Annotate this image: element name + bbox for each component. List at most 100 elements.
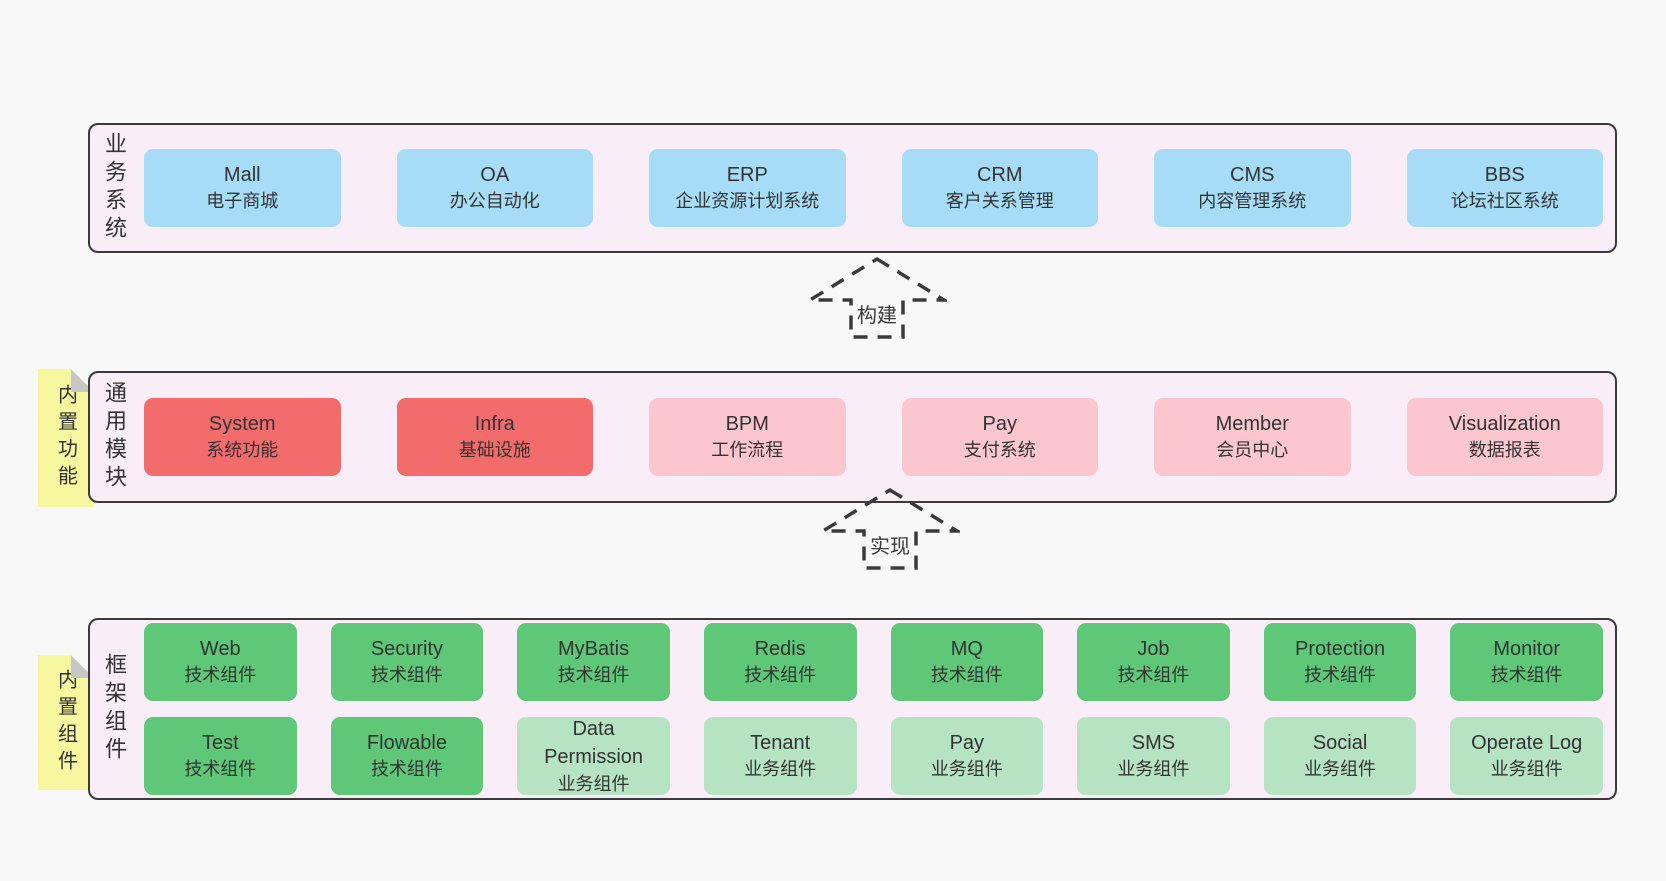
- box-subtitle: 技术组件: [1117, 665, 1190, 686]
- box-subtitle: 技术组件: [184, 665, 257, 686]
- box-title: Infra: [474, 413, 515, 436]
- box-oa: OA 办公自动化: [396, 149, 593, 227]
- sticky-note-built-in-functions: 内置功能: [38, 369, 94, 507]
- box-subtitle: 论坛社区系统: [1450, 191, 1559, 212]
- box-title: SMS: [1131, 732, 1176, 755]
- sticky-note-built-in-components: 内置组件: [38, 655, 94, 790]
- box-title: Pay: [982, 413, 1017, 436]
- up-arrow-icon: [807, 256, 947, 339]
- band-label-business-systems: 业务系统: [102, 132, 127, 244]
- box-subtitle: 业务组件: [930, 759, 1003, 780]
- box-title: BBS: [1484, 164, 1525, 187]
- up-arrow-icon: [820, 487, 960, 570]
- box-title: Pay: [949, 732, 985, 755]
- box-title: Redis: [754, 638, 806, 661]
- box-subtitle: 业务组件: [1490, 759, 1563, 780]
- box-subtitle: 内容管理系统: [1198, 191, 1307, 212]
- box-cms: CMS 内容管理系统: [1154, 149, 1351, 227]
- box-title: CRM: [976, 164, 1023, 187]
- box-subtitle: 业务组件: [744, 759, 817, 780]
- box-title: Tenant: [750, 732, 811, 755]
- box-title: Social: [1312, 732, 1368, 755]
- box-subtitle: 技术组件: [370, 665, 443, 686]
- box-title: Monitor: [1493, 638, 1561, 661]
- arrow-implement: 实现: [820, 486, 960, 572]
- box-bpm: BPM 工作流程: [649, 398, 846, 476]
- box-subtitle: 电子商城: [206, 191, 279, 212]
- box-subtitle: 会员中心: [1216, 440, 1289, 461]
- arrow-build-label: 构建: [854, 299, 900, 328]
- box-subtitle: 技术组件: [930, 665, 1003, 686]
- box-subtitle: 企业资源计划系统: [675, 191, 820, 212]
- box-title: ERP: [726, 164, 768, 187]
- box-bbs: BBS 论坛社区系统: [1406, 149, 1603, 227]
- box-subtitle: 技术组件: [1304, 665, 1377, 686]
- box-subtitle: 客户关系管理: [945, 191, 1054, 212]
- box-protection: Protection 技术组件: [1263, 623, 1417, 701]
- box-pay-component: Pay 业务组件: [890, 717, 1044, 795]
- box-mybatis: MyBatis 技术组件: [517, 623, 670, 701]
- box-subtitle: 技术组件: [184, 759, 257, 780]
- box-job: Job 技术组件: [1077, 623, 1230, 701]
- box-title: MyBatis: [558, 638, 630, 661]
- box-crm: CRM 客户关系管理: [901, 149, 1098, 227]
- box-visualization: Visualization 数据报表: [1406, 398, 1603, 476]
- box-title: Protection: [1295, 638, 1386, 661]
- box-subtitle: 业务组件: [557, 773, 630, 794]
- business-systems-boxes: Mall 电子商城 OA 办公自动化 ERP 企业资源计划系统 CRM 客户关系…: [138, 149, 1615, 227]
- box-flowable: Flowable 技术组件: [330, 717, 484, 795]
- box-web: Web 技术组件: [144, 623, 297, 701]
- box-subtitle: 技术组件: [1490, 665, 1563, 686]
- box-erp: ERP 企业资源计划系统: [649, 149, 846, 227]
- box-subtitle: 技术组件: [744, 665, 817, 686]
- box-social: Social 业务组件: [1263, 717, 1417, 795]
- box-system: System 系统功能: [144, 398, 341, 476]
- band-common-modules: 通用模块 System 系统功能 Infra 基础设施 BPM 工作流程 Pay…: [88, 371, 1617, 503]
- box-pay: Pay 支付系统: [901, 398, 1098, 476]
- box-security: Security 技术组件: [330, 623, 484, 701]
- arrow-implement-label: 实现: [867, 530, 913, 559]
- box-title: System: [208, 413, 276, 436]
- box-title: Web: [199, 638, 241, 661]
- box-subtitle: 工作流程: [711, 440, 784, 461]
- box-title: Member: [1215, 413, 1289, 436]
- box-title: Security: [370, 638, 444, 661]
- band-business-systems: 业务系统 Mall 电子商城 OA 办公自动化 ERP 企业资源计划系统 CRM…: [88, 123, 1617, 253]
- box-title: Visualization: [1448, 413, 1561, 436]
- box-title: OA: [480, 164, 510, 187]
- box-subtitle: 基础设施: [458, 440, 531, 461]
- arrow-build: 构建: [807, 255, 947, 341]
- box-tenant: Tenant 业务组件: [703, 717, 857, 795]
- box-title: Mall: [223, 164, 261, 187]
- box-subtitle: 数据报表: [1468, 440, 1541, 461]
- box-title: BPM: [725, 413, 769, 436]
- box-title: Operate Log: [1471, 732, 1583, 755]
- box-title: Flowable: [366, 732, 447, 755]
- box-title: MQ: [950, 638, 983, 661]
- box-mall: Mall 电子商城: [144, 149, 341, 227]
- sticky-note-label: 内置组件: [54, 668, 77, 777]
- box-monitor: Monitor 技术组件: [1450, 623, 1603, 701]
- box-infra: Infra 基础设施: [396, 398, 593, 476]
- box-test: Test 技术组件: [144, 717, 297, 795]
- band-label-framework-components: 框架组件: [102, 653, 127, 765]
- box-member: Member 会员中心: [1154, 398, 1351, 476]
- box-title: Test: [201, 732, 239, 755]
- box-subtitle: 技术组件: [557, 665, 630, 686]
- box-subtitle: 支付系统: [963, 440, 1036, 461]
- box-mq: MQ 技术组件: [890, 623, 1044, 701]
- box-redis: Redis 技术组件: [703, 623, 857, 701]
- framework-components-boxes: Web 技术组件 Security 技术组件 MyBatis 技术组件 Redi…: [138, 623, 1615, 795]
- box-subtitle: 技术组件: [370, 759, 443, 780]
- box-subtitle: 业务组件: [1304, 759, 1377, 780]
- box-data-permission: Data Permission 业务组件: [517, 717, 670, 795]
- box-subtitle: 系统功能: [206, 440, 279, 461]
- box-title: CMS: [1230, 164, 1275, 187]
- box-title: Data Permission: [544, 717, 644, 769]
- box-operate-log: Operate Log 业务组件: [1450, 717, 1603, 795]
- band-framework-components: 框架组件 Web 技术组件 Security 技术组件 MyBatis 技术组件…: [88, 618, 1617, 800]
- band-label-common-modules: 通用模块: [102, 381, 127, 493]
- box-sms: SMS 业务组件: [1077, 717, 1230, 795]
- common-modules-boxes: System 系统功能 Infra 基础设施 BPM 工作流程 Pay 支付系统…: [138, 398, 1615, 476]
- box-subtitle: 业务组件: [1117, 759, 1190, 780]
